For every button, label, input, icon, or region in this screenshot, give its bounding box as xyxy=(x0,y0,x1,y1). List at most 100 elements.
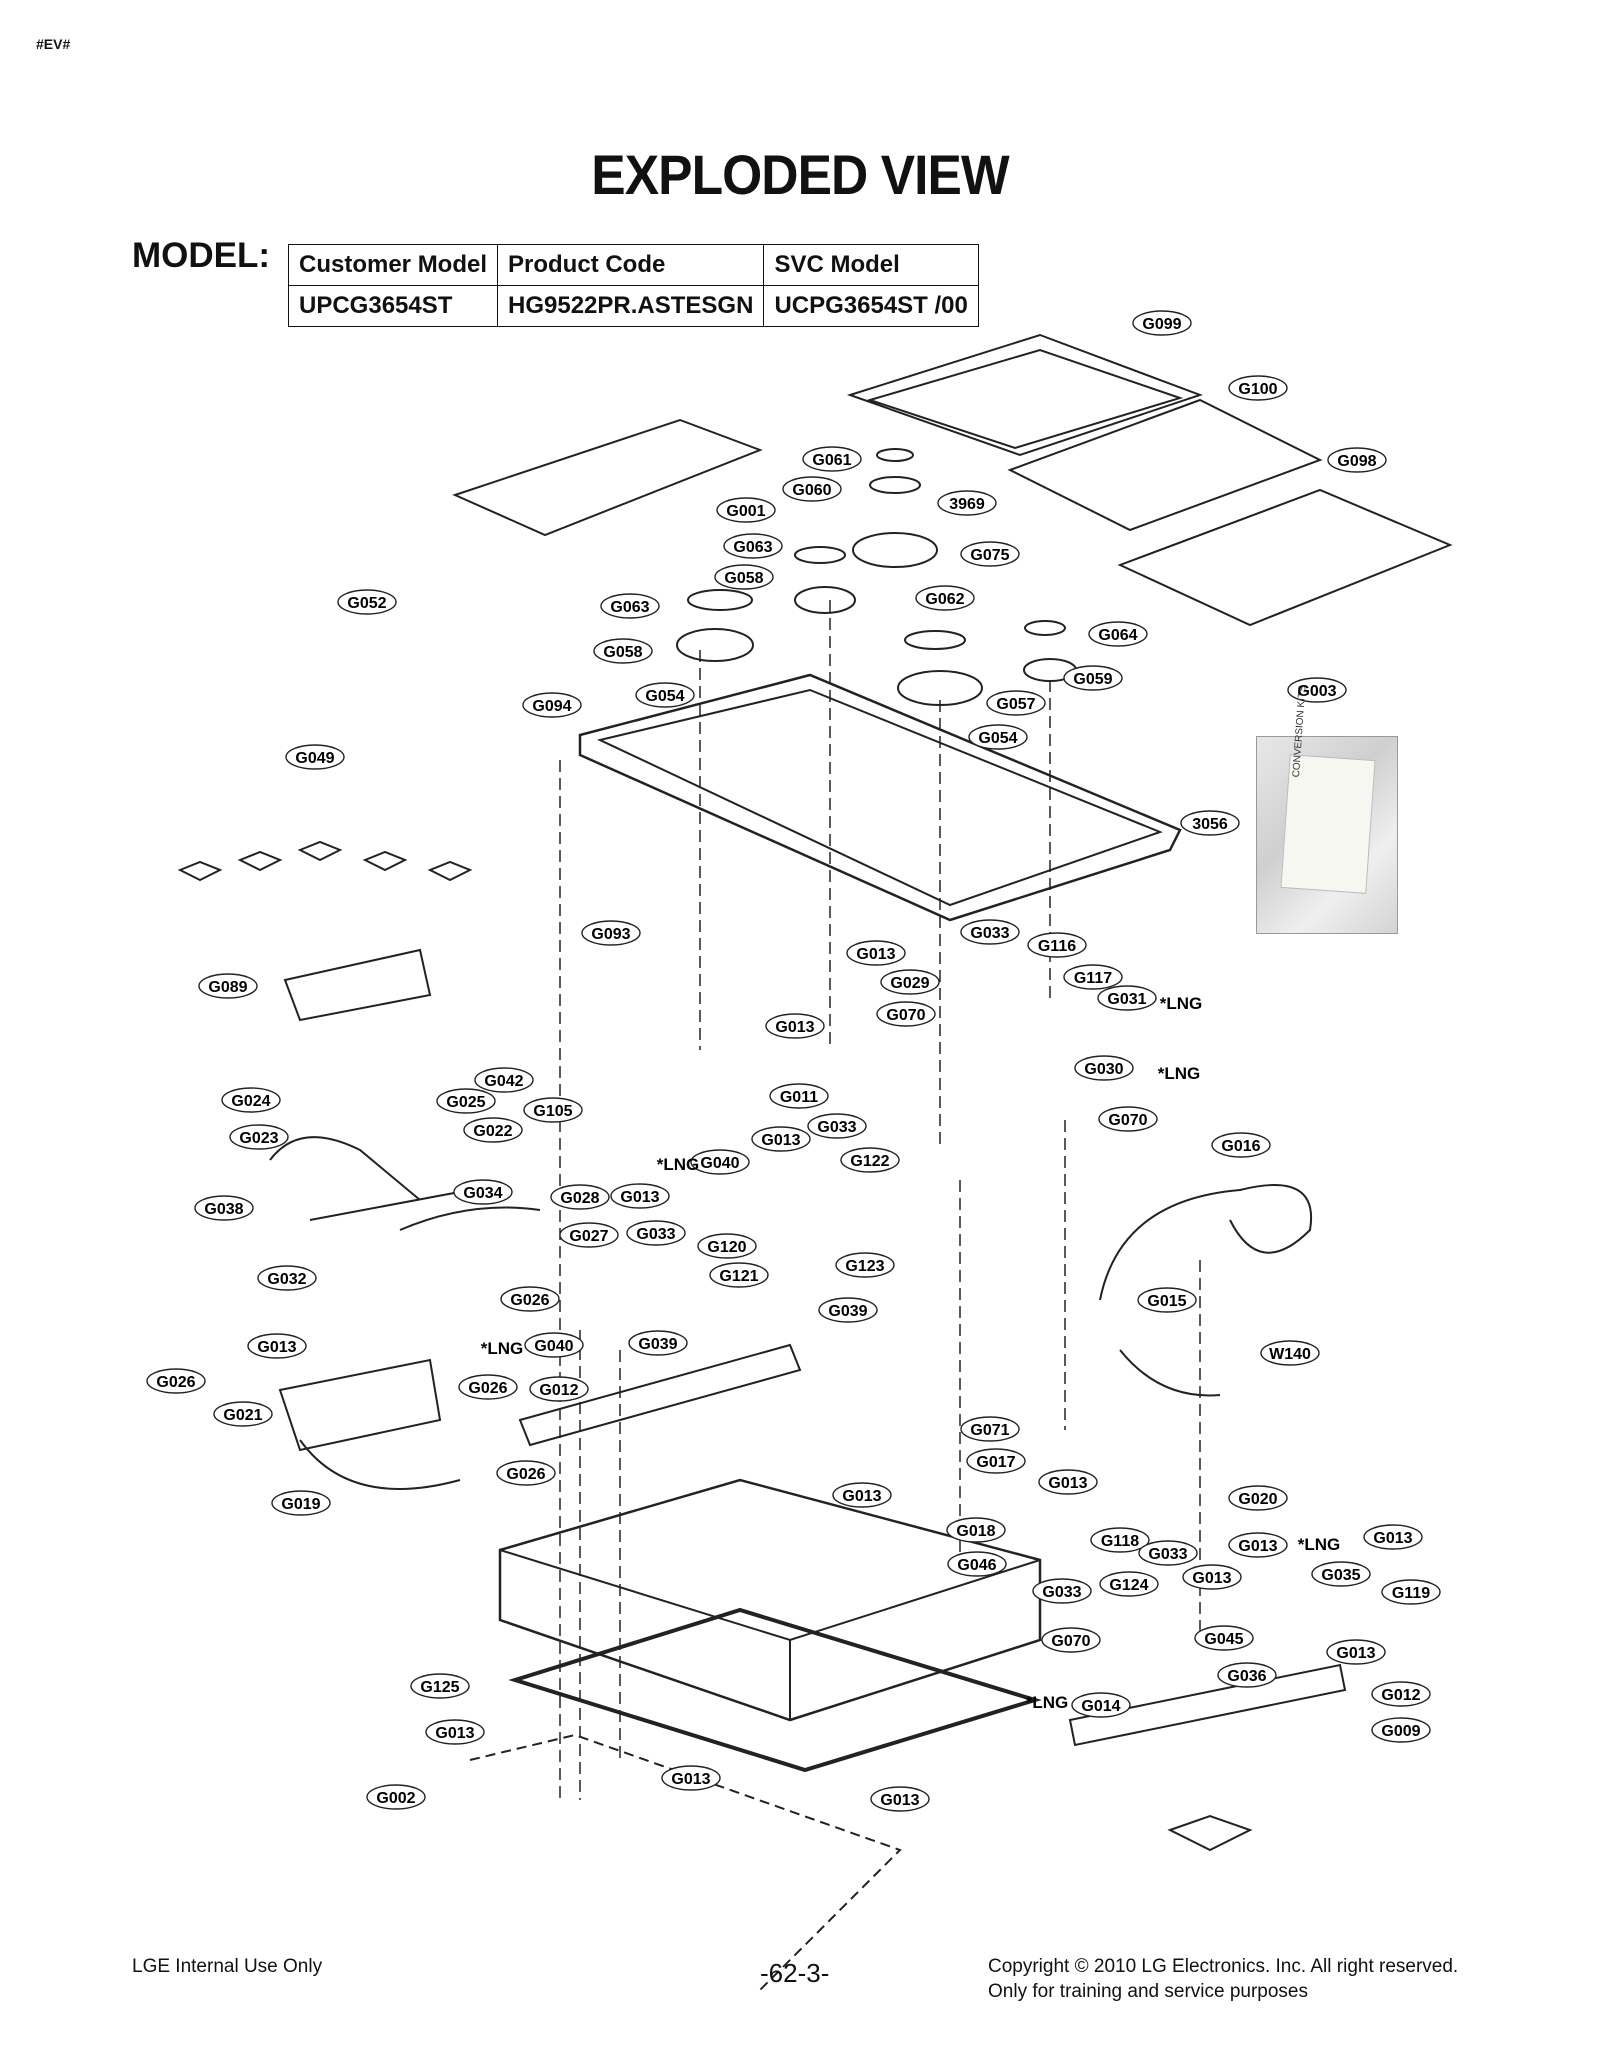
part-callout: G040 xyxy=(690,1149,750,1175)
part-callout: G031 xyxy=(1097,985,1157,1011)
part-callout-label: G093 xyxy=(591,926,630,943)
copyright-line: Copyright © 2010 LG Electronics. Inc. Al… xyxy=(988,1956,1459,1977)
part-callout-label: G059 xyxy=(1073,671,1112,688)
header-customer-model: Customer Model xyxy=(287,244,499,286)
part-callout: 3969 xyxy=(937,490,997,516)
header-product-code: Product Code xyxy=(497,244,765,286)
part-callout-label: G075 xyxy=(970,547,1009,564)
burner-2 xyxy=(794,586,856,614)
part-callout-label: G105 xyxy=(533,1103,572,1120)
part-callout-oval xyxy=(832,1482,892,1508)
part-callout: G035 xyxy=(1311,1561,1371,1587)
valve-manifold xyxy=(283,948,432,1022)
lng-mark: *LNG xyxy=(481,1339,524,1358)
part-callout-label: G012 xyxy=(1381,1687,1420,1704)
part-callout-oval xyxy=(496,1460,556,1486)
part-callout-label: G117 xyxy=(1074,970,1112,987)
header-svc-model: SVC Model xyxy=(763,244,979,286)
part-callout-label: G121 xyxy=(719,1268,758,1285)
part-callout: G100 xyxy=(1228,375,1288,401)
part-callout-label: 3969 xyxy=(949,496,985,513)
part-callout-oval xyxy=(1063,665,1123,691)
part-callout: G028 xyxy=(550,1184,610,1210)
part-callout-oval xyxy=(1180,810,1240,836)
part-callout-oval xyxy=(474,1067,534,1093)
part-callout: G039 xyxy=(818,1297,878,1323)
part-callout-oval xyxy=(1228,375,1288,401)
part-callout-oval xyxy=(661,1765,721,1791)
part-callout-oval xyxy=(802,446,862,472)
part-callout-oval xyxy=(600,593,660,619)
part-callout: G116 xyxy=(1027,932,1087,958)
part-callout: G033 xyxy=(960,919,1020,945)
part-callout: G013 xyxy=(846,940,906,966)
part-callout: G058 xyxy=(714,564,774,590)
part-callout-label: G015 xyxy=(1147,1293,1186,1310)
part-callout-label: G058 xyxy=(724,570,763,587)
part-callout-oval xyxy=(915,585,975,611)
part-callout-oval xyxy=(1071,1692,1131,1718)
part-callout: G045 xyxy=(1194,1625,1254,1651)
part-callout-label: G013 xyxy=(775,1019,814,1036)
lng-mark: *LNG xyxy=(1158,1064,1201,1083)
part-callout-label: G040 xyxy=(700,1155,739,1172)
part-callout: G013 xyxy=(1038,1469,1098,1495)
part-callout-label: G061 xyxy=(812,452,851,469)
part-callout: G013 xyxy=(1363,1524,1423,1550)
part-callout: G024 xyxy=(221,1087,281,1113)
part-callout: G012 xyxy=(1371,1681,1431,1707)
part-callout: G026 xyxy=(146,1368,206,1394)
part-callout-label: G036 xyxy=(1227,1668,1266,1685)
part-callout-label: G027 xyxy=(569,1228,608,1245)
part-callout-oval xyxy=(986,690,1046,716)
part-callout-label: G038 xyxy=(204,1201,243,1218)
tubing xyxy=(269,1136,541,1231)
part-callout-label: G063 xyxy=(610,599,649,616)
cooktop-top xyxy=(578,673,1182,922)
part-callout-label: G046 xyxy=(957,1557,996,1574)
part-callout-oval xyxy=(581,920,641,946)
part-callout: G071 xyxy=(960,1416,1020,1442)
part-callout-oval xyxy=(1097,985,1157,1011)
part-callout: G033 xyxy=(1032,1578,1092,1604)
part-callout-label: W140 xyxy=(1269,1346,1311,1363)
part-callout-oval xyxy=(1327,447,1387,473)
model-label: MODEL: xyxy=(132,236,271,275)
customer-model-value: UPCG3654ST xyxy=(287,285,499,327)
part-callout-oval xyxy=(285,744,345,770)
part-callout: G013 xyxy=(751,1126,811,1152)
footer-internal-use: LGE Internal Use Only xyxy=(132,1956,323,1977)
footer-copyright: Copyright © 2010 LG Electronics. Inc. Al… xyxy=(988,1954,1458,2004)
part-callout-oval xyxy=(1311,1561,1371,1587)
part-callout: G026 xyxy=(458,1374,518,1400)
part-callout: G033 xyxy=(1138,1540,1198,1566)
part-callout: G023 xyxy=(229,1124,289,1150)
part-callout: G052 xyxy=(337,589,397,615)
part-callout-label: G057 xyxy=(996,696,1035,713)
part-callout-label: G100 xyxy=(1238,381,1277,398)
part-callout-label: G070 xyxy=(886,1007,925,1024)
service-purpose-line: Only for training and service purposes xyxy=(988,1981,1308,2002)
part-callout: G070 xyxy=(1098,1106,1158,1132)
part-callout: G093 xyxy=(581,920,641,946)
part-callout-oval xyxy=(1032,1578,1092,1604)
part-callout-label: G120 xyxy=(707,1239,746,1256)
part-callout-oval xyxy=(782,476,842,502)
part-callout-label: G089 xyxy=(208,979,247,996)
part-callout: G018 xyxy=(946,1517,1006,1543)
part-callout-label: G029 xyxy=(890,975,929,992)
part-callout-oval xyxy=(1363,1524,1423,1550)
part-callout-oval xyxy=(550,1184,610,1210)
part-callout-label: G124 xyxy=(1109,1577,1148,1594)
part-callout-label: G071 xyxy=(970,1422,1009,1439)
part-callout: G009 xyxy=(1371,1717,1431,1743)
part-callout-label: G025 xyxy=(446,1094,485,1111)
part-callout-oval xyxy=(1287,677,1347,703)
part-callout: G070 xyxy=(876,1001,936,1027)
part-callout-label: G012 xyxy=(539,1382,578,1399)
part-callout-oval xyxy=(960,919,1020,945)
part-callout-label: G013 xyxy=(435,1725,474,1742)
part-callout-oval xyxy=(523,1097,583,1123)
part-callout: G121 xyxy=(709,1262,769,1288)
